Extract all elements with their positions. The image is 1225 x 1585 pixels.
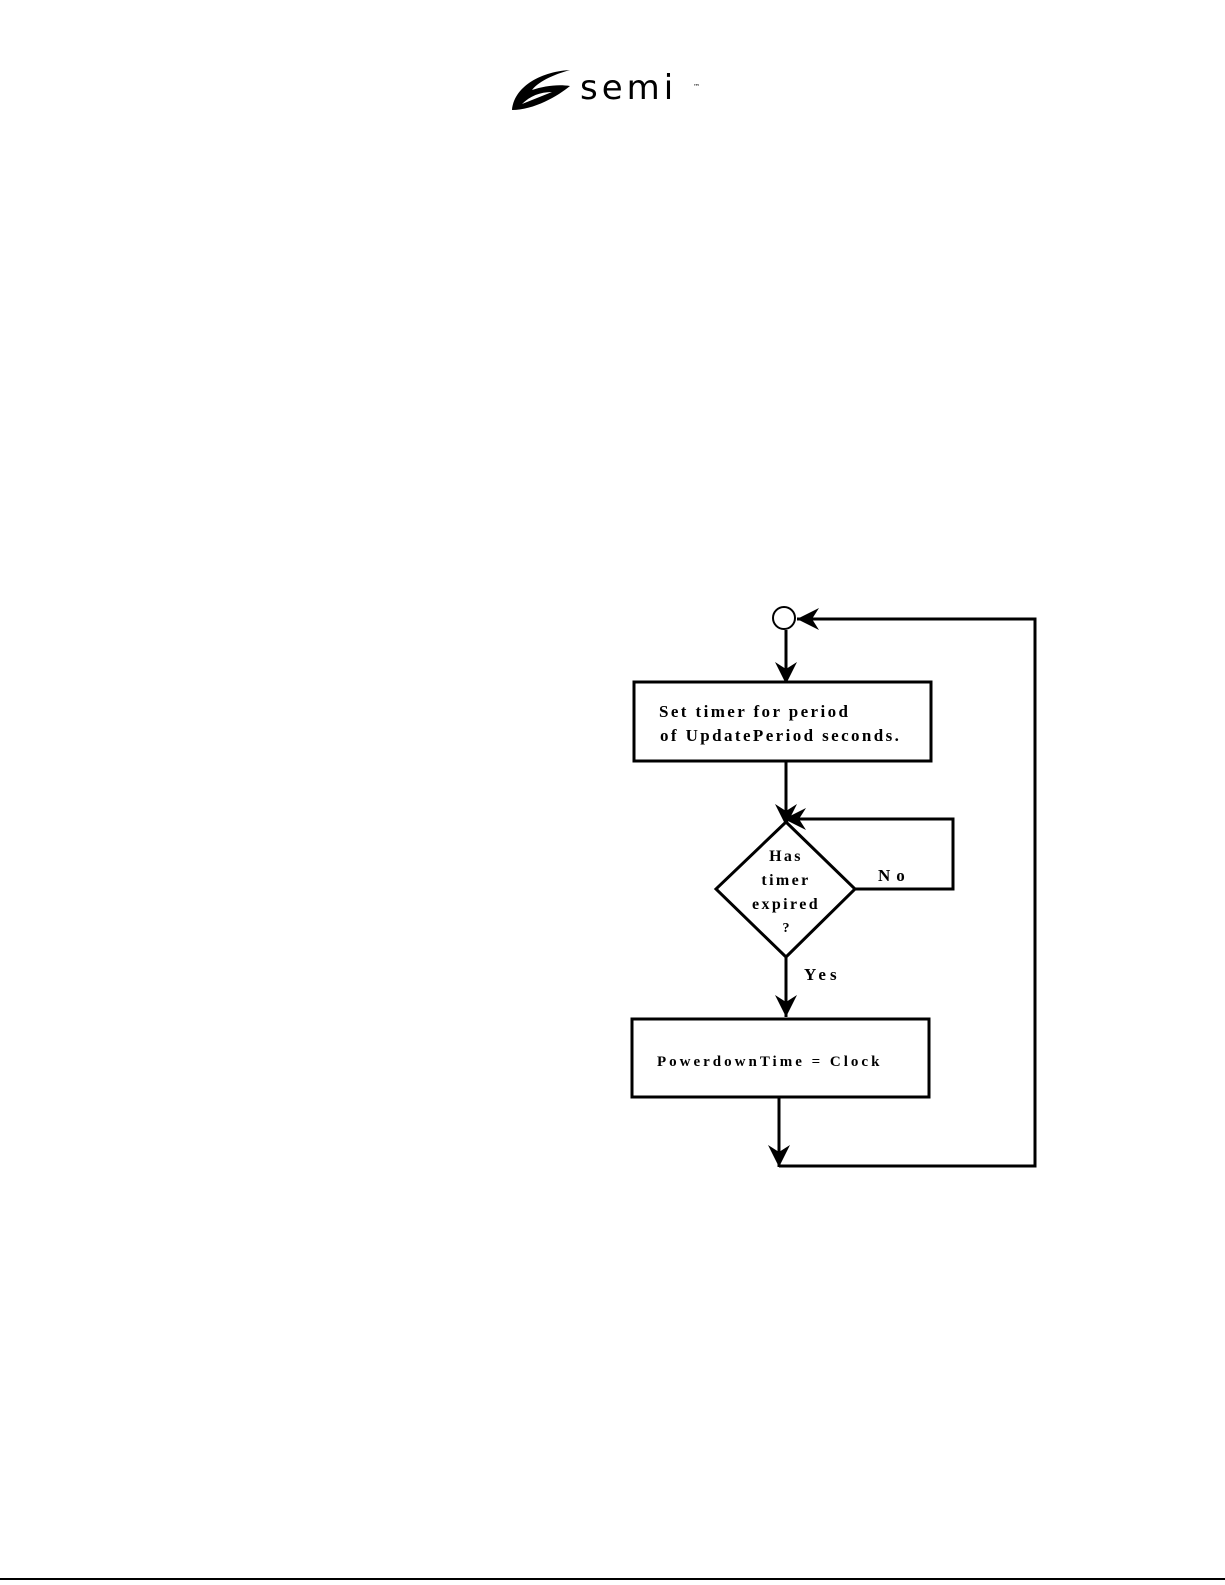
decision-line4: ? <box>783 921 790 936</box>
decision-diamond-timer-expired <box>716 822 855 957</box>
decision-line1: Has <box>769 848 803 865</box>
set-timer-line2: of UpdatePeriod seconds. <box>660 726 901 745</box>
process-box-set-timer <box>634 682 931 761</box>
decision-line2: timer <box>761 872 810 889</box>
bottom-rule <box>0 1578 1225 1580</box>
powerdown-text: PowerdownTime = Clock <box>657 1054 882 1070</box>
label-yes: Yes <box>804 965 841 984</box>
label-no: No <box>878 866 911 885</box>
set-timer-line1: Set timer for period <box>659 702 850 721</box>
decision-line3: expired <box>752 896 820 913</box>
start-connector <box>773 607 795 629</box>
